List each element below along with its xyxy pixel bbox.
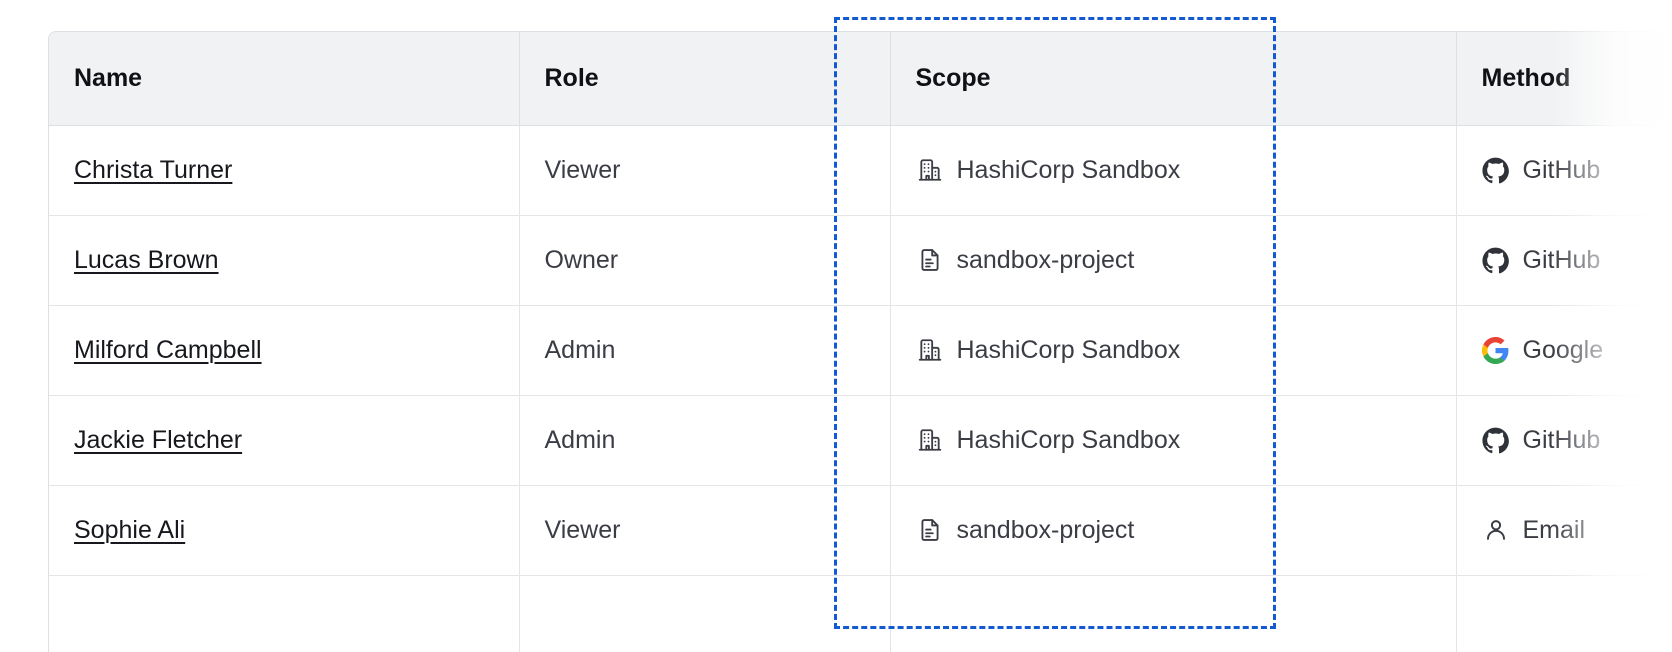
table-row[interactable]: Sophie Ali Viewer sandbox-project Email xyxy=(49,485,1672,576)
cell-scope: HashiCorp Sandbox xyxy=(890,305,1457,396)
method-value: GitHub xyxy=(1522,155,1601,184)
role-value: Owner xyxy=(544,245,619,274)
method-value: GitHub xyxy=(1522,425,1601,454)
cell-name: Christa Turner xyxy=(49,125,520,216)
cell-role: Admin xyxy=(519,305,891,396)
role-value: Viewer xyxy=(544,515,621,544)
table-row[interactable]: Jackie Fletcher Admin HashiCorp Sandbox Git… xyxy=(49,395,1672,486)
column-header-method[interactable]: Method xyxy=(1456,32,1672,126)
cell-method: GitHub xyxy=(1456,215,1672,306)
table-row[interactable] xyxy=(49,575,1672,652)
column-header-scope[interactable]: Scope xyxy=(890,32,1457,126)
cell-role: Viewer xyxy=(519,125,891,216)
cell-scope: HashiCorp Sandbox xyxy=(890,125,1457,216)
organization-building-icon xyxy=(916,426,944,454)
cell-method: GitHub xyxy=(1456,395,1672,486)
role-value: Admin xyxy=(544,335,616,364)
cell-name: Milford Campbell xyxy=(49,305,520,396)
user-person-icon xyxy=(1482,516,1510,544)
github-icon xyxy=(1482,156,1510,184)
cell-role: Admin xyxy=(519,395,891,486)
cell-role: Owner xyxy=(519,215,891,306)
organization-building-icon xyxy=(916,156,944,184)
google-icon xyxy=(1482,336,1510,364)
user-name-link[interactable]: Sophie Ali xyxy=(74,515,186,544)
scope-value: sandbox-project xyxy=(956,515,1135,544)
role-value: Viewer xyxy=(544,155,621,184)
table-row[interactable]: Milford Campbell Admin HashiCorp Sandbox Go… xyxy=(49,305,1672,396)
table-header-row: Name Role Scope Method xyxy=(49,32,1672,126)
cell-scope: sandbox-project xyxy=(890,215,1457,306)
project-document-icon xyxy=(916,516,944,544)
cell-method xyxy=(1456,575,1672,652)
cell-scope: HashiCorp Sandbox xyxy=(890,395,1457,486)
method-value: Google xyxy=(1522,335,1604,364)
user-name-link[interactable]: Milford Campbell xyxy=(74,335,262,364)
column-header-name[interactable]: Name xyxy=(49,32,520,126)
column-header-role[interactable]: Role xyxy=(519,32,891,126)
table-header: Name Role Scope Method xyxy=(49,32,1672,126)
method-value: GitHub xyxy=(1522,245,1601,274)
role-value: Admin xyxy=(544,425,616,454)
table-row[interactable]: Christa Turner Viewer HashiCorp Sandbox Git… xyxy=(49,125,1672,216)
scope-value: HashiCorp Sandbox xyxy=(956,335,1181,364)
cell-method: Google xyxy=(1456,305,1672,396)
cell-name: Jackie Fletcher xyxy=(49,395,520,486)
github-icon xyxy=(1482,426,1510,454)
cell-method: GitHub xyxy=(1456,125,1672,216)
user-name-link[interactable]: Jackie Fletcher xyxy=(74,425,243,454)
table-row[interactable]: Lucas Brown Owner sandbox-project GitHub xyxy=(49,215,1672,306)
cell-method: Email xyxy=(1456,485,1672,576)
cell-name: Sophie Ali xyxy=(49,485,520,576)
cell-name: Lucas Brown xyxy=(49,215,520,306)
cell-scope: sandbox-project xyxy=(890,485,1457,576)
github-icon xyxy=(1482,246,1510,274)
cell-name xyxy=(49,575,520,652)
cell-role xyxy=(519,575,891,652)
organization-building-icon xyxy=(916,336,944,364)
cell-scope xyxy=(890,575,1457,652)
scope-value: HashiCorp Sandbox xyxy=(956,155,1181,184)
user-name-link[interactable]: Lucas Brown xyxy=(74,245,219,274)
method-value: Email xyxy=(1522,515,1586,544)
user-name-link[interactable]: Christa Turner xyxy=(74,155,233,184)
cell-role: Viewer xyxy=(519,485,891,576)
scope-value: sandbox-project xyxy=(956,245,1135,274)
scope-value: HashiCorp Sandbox xyxy=(956,425,1181,454)
project-document-icon xyxy=(916,246,944,274)
